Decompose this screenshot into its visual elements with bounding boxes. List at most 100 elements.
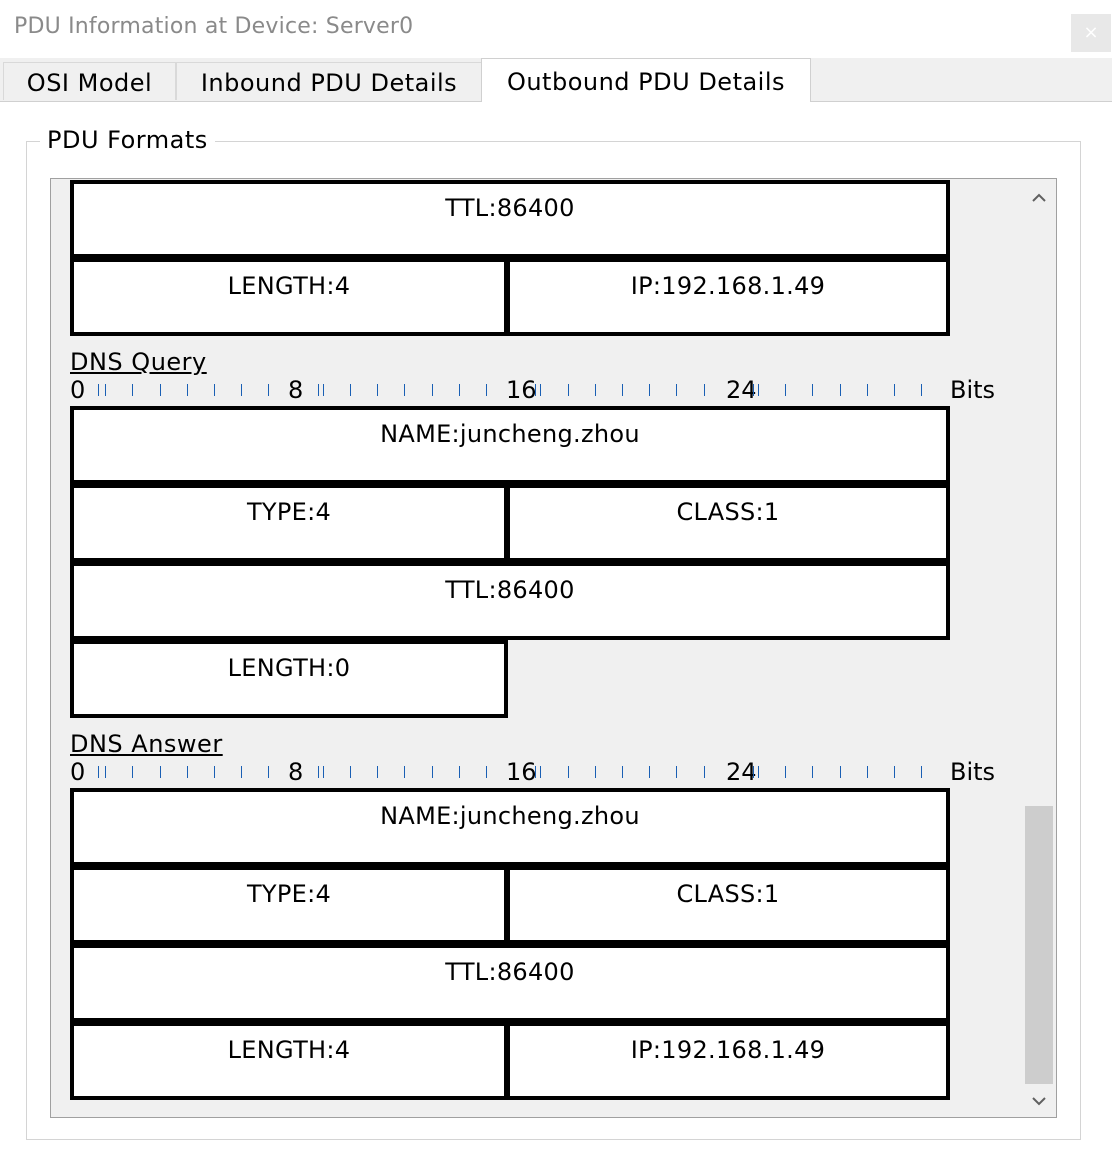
ruler-label: 0	[70, 758, 86, 786]
field-type: TYPE:4	[70, 484, 508, 562]
field-ttl: TTL:86400	[70, 944, 950, 1022]
ruler-tick	[486, 384, 487, 396]
dns-query-title[interactable]: DNS Query	[70, 348, 207, 376]
ruler-tick	[867, 384, 868, 396]
ruler-tick	[758, 384, 759, 396]
ruler-unit-label: Bits	[950, 376, 996, 404]
ruler-tick	[98, 384, 99, 396]
pdu-formats-group	[26, 141, 1081, 1140]
ruler-tick	[459, 384, 460, 396]
scroll-down-button[interactable]	[1023, 1085, 1055, 1117]
ruler-tick	[268, 766, 269, 778]
chevron-down-icon	[1031, 1090, 1047, 1111]
ruler-tick	[812, 766, 813, 778]
ruler-tick	[105, 384, 106, 396]
title-bar: PDU Information at Device: Server0 ×	[0, 0, 1112, 58]
ruler-tick	[785, 766, 786, 778]
ruler-tick	[753, 384, 754, 396]
ruler-tick	[132, 766, 133, 778]
ruler-tick	[894, 766, 895, 778]
ruler-tick	[323, 384, 324, 396]
scrollbar-thumb[interactable]	[1025, 806, 1053, 1084]
field-type: TYPE:4	[70, 866, 508, 944]
ruler-label: 0	[70, 376, 86, 404]
ruler-label: 8	[288, 758, 304, 786]
ruler-label: 8	[288, 376, 304, 404]
ruler-tick	[98, 766, 99, 778]
field-ip: IP:192.168.1.49	[506, 258, 950, 336]
ruler-tick	[622, 766, 623, 778]
ruler-tick	[214, 766, 215, 778]
ruler-tick	[535, 766, 536, 778]
ruler-tick	[540, 384, 541, 396]
ruler-tick	[486, 766, 487, 778]
close-button[interactable]: ×	[1071, 14, 1111, 52]
field-class: CLASS:1	[506, 484, 950, 562]
field-ttl: TTL:86400	[70, 562, 950, 640]
ruler-tick	[160, 766, 161, 778]
ruler-tick	[676, 384, 677, 396]
ruler-tick	[241, 766, 242, 778]
scroll-up-button[interactable]	[1023, 182, 1055, 214]
ruler-label: 24	[726, 376, 757, 404]
ruler-tick	[704, 384, 705, 396]
ruler-tick	[105, 766, 106, 778]
ruler-tick	[649, 384, 650, 396]
ruler-tick	[323, 766, 324, 778]
pdu-formats-label: PDU Formats	[40, 126, 215, 154]
ruler-tick	[404, 384, 405, 396]
ruler-tick	[132, 384, 133, 396]
ruler-tick	[350, 766, 351, 778]
tab-osi-model[interactable]: OSI Model	[3, 62, 176, 100]
ruler-tick	[676, 766, 677, 778]
ruler-tick	[535, 384, 536, 396]
close-icon: ×	[1083, 22, 1099, 43]
ruler-tick	[404, 766, 405, 778]
ruler-tick	[432, 384, 433, 396]
ruler-tick	[568, 766, 569, 778]
field-length: LENGTH:4	[70, 258, 508, 336]
ruler-tick	[160, 384, 161, 396]
ruler-tick	[921, 766, 922, 778]
ruler-tick	[649, 766, 650, 778]
ruler-tick	[214, 384, 215, 396]
ruler-tick	[318, 384, 319, 396]
field-ttl: TTL:86400	[70, 180, 950, 258]
ruler-tick	[758, 766, 759, 778]
chevron-up-icon	[1031, 187, 1047, 208]
ruler-tick	[595, 766, 596, 778]
ruler-tick	[894, 384, 895, 396]
ruler-tick	[459, 766, 460, 778]
bit-ruler: 0 8 16 24 Bits	[70, 760, 1030, 784]
ruler-tick	[432, 766, 433, 778]
ruler-tick	[377, 384, 378, 396]
field-name: NAME:juncheng.zhou	[70, 406, 950, 484]
tab-inbound-pdu-details[interactable]: Inbound PDU Details	[176, 62, 482, 100]
ruler-tick	[377, 766, 378, 778]
ruler-tick	[921, 384, 922, 396]
pdu-scroll-area[interactable]: TTL:86400 LENGTH:4 IP:192.168.1.49 DNS Q…	[50, 178, 1057, 1118]
ruler-tick	[568, 384, 569, 396]
ruler-unit-label: Bits	[950, 758, 996, 786]
ruler-label: 16	[506, 758, 537, 786]
ruler-tick	[350, 384, 351, 396]
dns-answer-title[interactable]: DNS Answer	[70, 730, 223, 758]
ruler-label: 24	[726, 758, 757, 786]
window-title: PDU Information at Device: Server0	[14, 14, 414, 39]
ruler-tick	[540, 766, 541, 778]
field-ip: IP:192.168.1.49	[506, 1022, 950, 1100]
tab-outbound-pdu-details[interactable]: Outbound PDU Details	[481, 58, 811, 102]
ruler-tick	[622, 384, 623, 396]
ruler-tick	[241, 384, 242, 396]
ruler-tick	[268, 384, 269, 396]
ruler-tick	[785, 384, 786, 396]
field-class: CLASS:1	[506, 866, 950, 944]
ruler-tick	[187, 766, 188, 778]
ruler-tick	[753, 766, 754, 778]
field-length: LENGTH:4	[70, 1022, 508, 1100]
ruler-tick	[595, 384, 596, 396]
ruler-tick	[840, 766, 841, 778]
ruler-tick	[318, 766, 319, 778]
field-name: NAME:juncheng.zhou	[70, 788, 950, 866]
ruler-tick	[187, 384, 188, 396]
